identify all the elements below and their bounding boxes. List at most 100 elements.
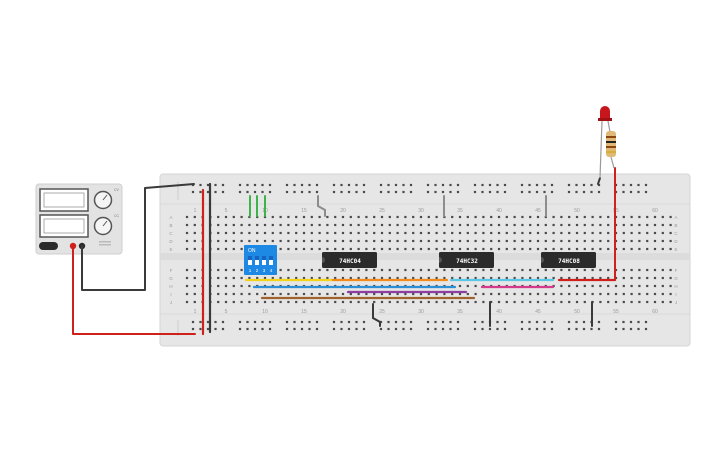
breadboard-hole[interactable] <box>482 247 485 251</box>
breadboard-hole[interactable] <box>380 268 384 272</box>
breadboard-hole[interactable] <box>646 276 649 280</box>
breadboard-hole[interactable] <box>248 276 251 280</box>
breadboard-hole[interactable] <box>326 276 329 280</box>
breadboard-hole[interactable] <box>295 239 298 243</box>
breadboard-hole[interactable] <box>443 223 446 227</box>
breadboard-hole[interactable] <box>614 327 618 331</box>
breadboard-hole[interactable] <box>300 183 304 187</box>
breadboard-hole[interactable] <box>293 327 296 331</box>
breadboard-hole[interactable] <box>597 190 601 194</box>
breadboard-hole[interactable] <box>435 247 438 251</box>
breadboard-hole[interactable] <box>458 247 462 251</box>
breadboard-hole[interactable] <box>505 231 508 235</box>
breadboard-hole[interactable] <box>388 300 391 304</box>
breadboard-hole[interactable] <box>622 292 625 296</box>
breadboard-hole[interactable] <box>451 231 454 235</box>
ic-74hc04[interactable]: 74HC04 <box>322 252 377 268</box>
breadboard-hole[interactable] <box>646 223 649 227</box>
breadboard-hole[interactable] <box>224 292 228 296</box>
breadboard-hole[interactable] <box>529 215 532 219</box>
breadboard-hole[interactable] <box>396 292 399 296</box>
breadboard-hole[interactable] <box>544 215 547 219</box>
breadboard-hole[interactable] <box>396 247 399 251</box>
breadboard-hole[interactable] <box>394 320 398 324</box>
breadboard-hole[interactable] <box>404 215 407 219</box>
breadboard-hole[interactable] <box>224 223 228 227</box>
breadboard-hole[interactable] <box>287 231 290 235</box>
breadboard-hole[interactable] <box>193 239 196 243</box>
breadboard-hole[interactable] <box>373 223 376 227</box>
breadboard-hole[interactable] <box>451 239 454 243</box>
breadboard-hole[interactable] <box>256 215 259 219</box>
breadboard-hole[interactable] <box>599 300 602 304</box>
breadboard-hole[interactable] <box>638 239 641 243</box>
breadboard-hole[interactable] <box>497 215 501 219</box>
breadboard-hole[interactable] <box>550 183 554 187</box>
breadboard-hole[interactable] <box>435 292 438 296</box>
breadboard-hole[interactable] <box>568 284 571 288</box>
breadboard-hole[interactable] <box>379 190 383 194</box>
breadboard-hole[interactable] <box>263 292 267 296</box>
breadboard-hole[interactable] <box>295 223 298 227</box>
breadboard-hole[interactable] <box>310 223 313 227</box>
breadboard-hole[interactable] <box>575 268 579 272</box>
breadboard-hole[interactable] <box>380 239 384 243</box>
breadboard-hole[interactable] <box>253 183 257 187</box>
breadboard-hole[interactable] <box>256 239 259 243</box>
breadboard-hole[interactable] <box>206 320 210 324</box>
breadboard-hole[interactable] <box>224 284 228 288</box>
breadboard-hole[interactable] <box>300 190 304 194</box>
breadboard-hole[interactable] <box>287 239 290 243</box>
breadboard-hole[interactable] <box>341 292 345 296</box>
breadboard-hole[interactable] <box>599 215 602 219</box>
breadboard-hole[interactable] <box>409 327 413 331</box>
breadboard-hole[interactable] <box>513 292 516 296</box>
breadboard-hole[interactable] <box>543 320 546 324</box>
breadboard-hole[interactable] <box>199 190 202 194</box>
breadboard-hole[interactable] <box>591 292 594 296</box>
breadboard-hole[interactable] <box>373 276 376 280</box>
breadboard-hole[interactable] <box>341 239 345 243</box>
breadboard-hole[interactable] <box>380 247 384 251</box>
breadboard-hole[interactable] <box>583 215 586 219</box>
breadboard-hole[interactable] <box>443 268 446 272</box>
breadboard-hole[interactable] <box>520 320 524 324</box>
breadboard-hole[interactable] <box>253 190 257 194</box>
breadboard-hole[interactable] <box>185 247 189 251</box>
breadboard-hole[interactable] <box>271 231 274 235</box>
breadboard-hole[interactable] <box>232 215 235 219</box>
breadboard-hole[interactable] <box>582 327 586 331</box>
breadboard-hole[interactable] <box>441 190 445 194</box>
breadboard-hole[interactable] <box>279 231 282 235</box>
breadboard-hole[interactable] <box>387 320 390 324</box>
breadboard-hole[interactable] <box>315 320 319 324</box>
breadboard-hole[interactable] <box>412 231 415 235</box>
breadboard-hole[interactable] <box>318 239 321 243</box>
breadboard-hole[interactable] <box>349 215 352 219</box>
breadboard-hole[interactable] <box>357 215 360 219</box>
breadboard-hole[interactable] <box>590 183 593 187</box>
breadboard-hole[interactable] <box>529 231 532 235</box>
breadboard-hole[interactable] <box>240 300 243 304</box>
breadboard-hole[interactable] <box>302 247 306 251</box>
breadboard-hole[interactable] <box>550 190 554 194</box>
breadboard-hole[interactable] <box>575 231 579 235</box>
breadboard-hole[interactable] <box>326 247 329 251</box>
breadboard-hole[interactable] <box>458 292 462 296</box>
breadboard-hole[interactable] <box>435 215 438 219</box>
breadboard-hole[interactable] <box>590 327 593 331</box>
breadboard-hole[interactable] <box>466 292 469 296</box>
breadboard-hole[interactable] <box>607 268 610 272</box>
breadboard-hole[interactable] <box>362 320 366 324</box>
breadboard-hole[interactable] <box>607 276 610 280</box>
breadboard-hole[interactable] <box>482 292 485 296</box>
breadboard-hole[interactable] <box>263 223 267 227</box>
breadboard-hole[interactable] <box>279 215 282 219</box>
breadboard-hole[interactable] <box>302 239 306 243</box>
breadboard-hole[interactable] <box>661 284 664 288</box>
breadboard-hole[interactable] <box>575 327 578 331</box>
breadboard-hole[interactable] <box>653 247 657 251</box>
breadboard-hole[interactable] <box>560 247 563 251</box>
breadboard-hole[interactable] <box>334 268 337 272</box>
breadboard-hole[interactable] <box>443 276 446 280</box>
